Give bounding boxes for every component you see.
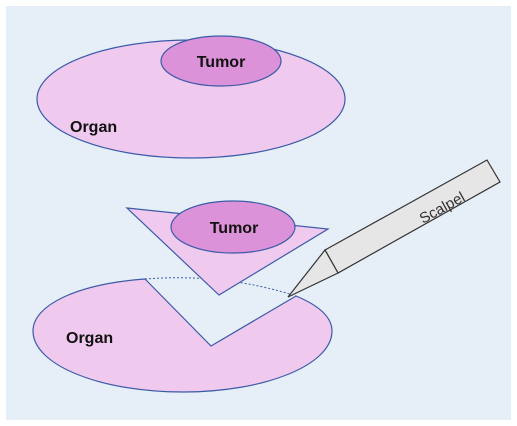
bottom-organ-label: Organ (66, 330, 113, 347)
top-organ-label: Organ (70, 119, 117, 136)
top-tumor-label: Tumor (197, 54, 246, 71)
cut-tumor-label: Tumor (210, 220, 259, 237)
